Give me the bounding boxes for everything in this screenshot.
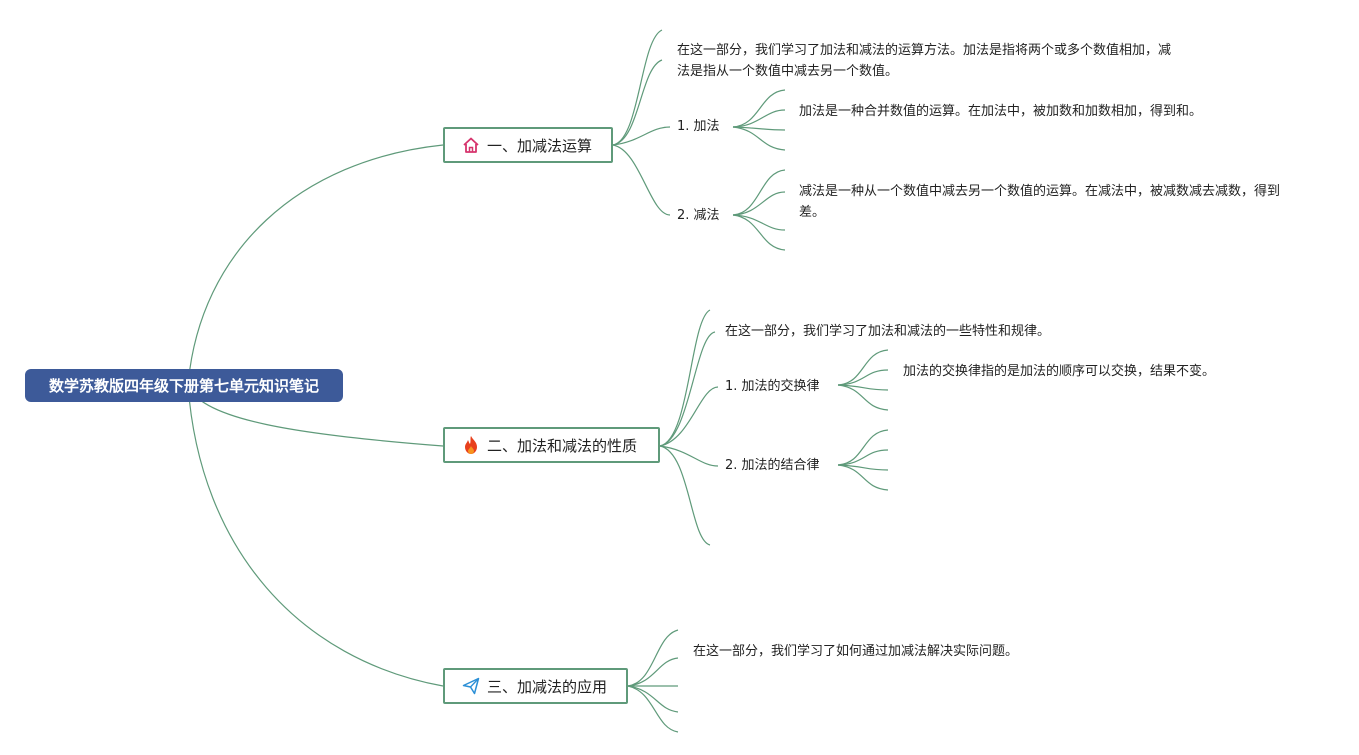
root-topic[interactable]: 数学苏教版四年级下册第七单元知识笔记 <box>25 369 343 402</box>
topic-2-intro: 在这一部分，我们学习了加法和减法的一些特性和规律。 <box>725 324 1051 339</box>
topic-1-intro: 在这一部分，我们学习了加法和减法的运算方法。加法是指将两个或多个数值相加，减法是… <box>677 43 1172 79</box>
topic-1-title: 一、加减法运算 <box>487 136 593 155</box>
topic-1-sub-2-label[interactable]: 2. 减法 <box>677 208 720 223</box>
topic-1-sub-1-label[interactable]: 1. 加法 <box>677 119 720 134</box>
topic-3-intro: 在这一部分，我们学习了如何通过加减法解决实际问题。 <box>693 644 1019 659</box>
topic-2[interactable]: 二、加法和减法的性质 <box>443 427 660 463</box>
connector-root-topic-1 <box>187 144 444 386</box>
topic-1-sub-2-detail: 减法是一种从一个数值中减去另一个数值的运算。在减法中，被减数减去减数，得到差。 <box>799 184 1281 220</box>
topic-3[interactable]: 三、加减法的应用 <box>443 668 628 704</box>
topic-3-title: 三、加减法的应用 <box>487 677 608 696</box>
topic-1[interactable]: 一、加减法运算 <box>443 127 613 163</box>
topic-1-sub-1-detail: 加法是一种合并数值的运算。在加法中，被加数和加数相加，得到和。 <box>799 104 1203 119</box>
fire-icon <box>461 435 481 455</box>
paper-plane-icon <box>461 676 481 696</box>
topic-2-sub-1-detail: 加法的交换律指的是加法的顺序可以交换，结果不变。 <box>903 364 1216 379</box>
connector-root-topic-3 <box>187 384 444 687</box>
topic-2-sub-1-label[interactable]: 1. 加法的交换律 <box>725 379 820 394</box>
topic-2-title: 二、加法和减法的性质 <box>487 436 638 455</box>
home-icon <box>461 135 481 155</box>
topic-2-sub-2-label[interactable]: 2. 加法的结合律 <box>725 458 820 473</box>
root-title: 数学苏教版四年级下册第七单元知识笔记 <box>48 377 319 395</box>
